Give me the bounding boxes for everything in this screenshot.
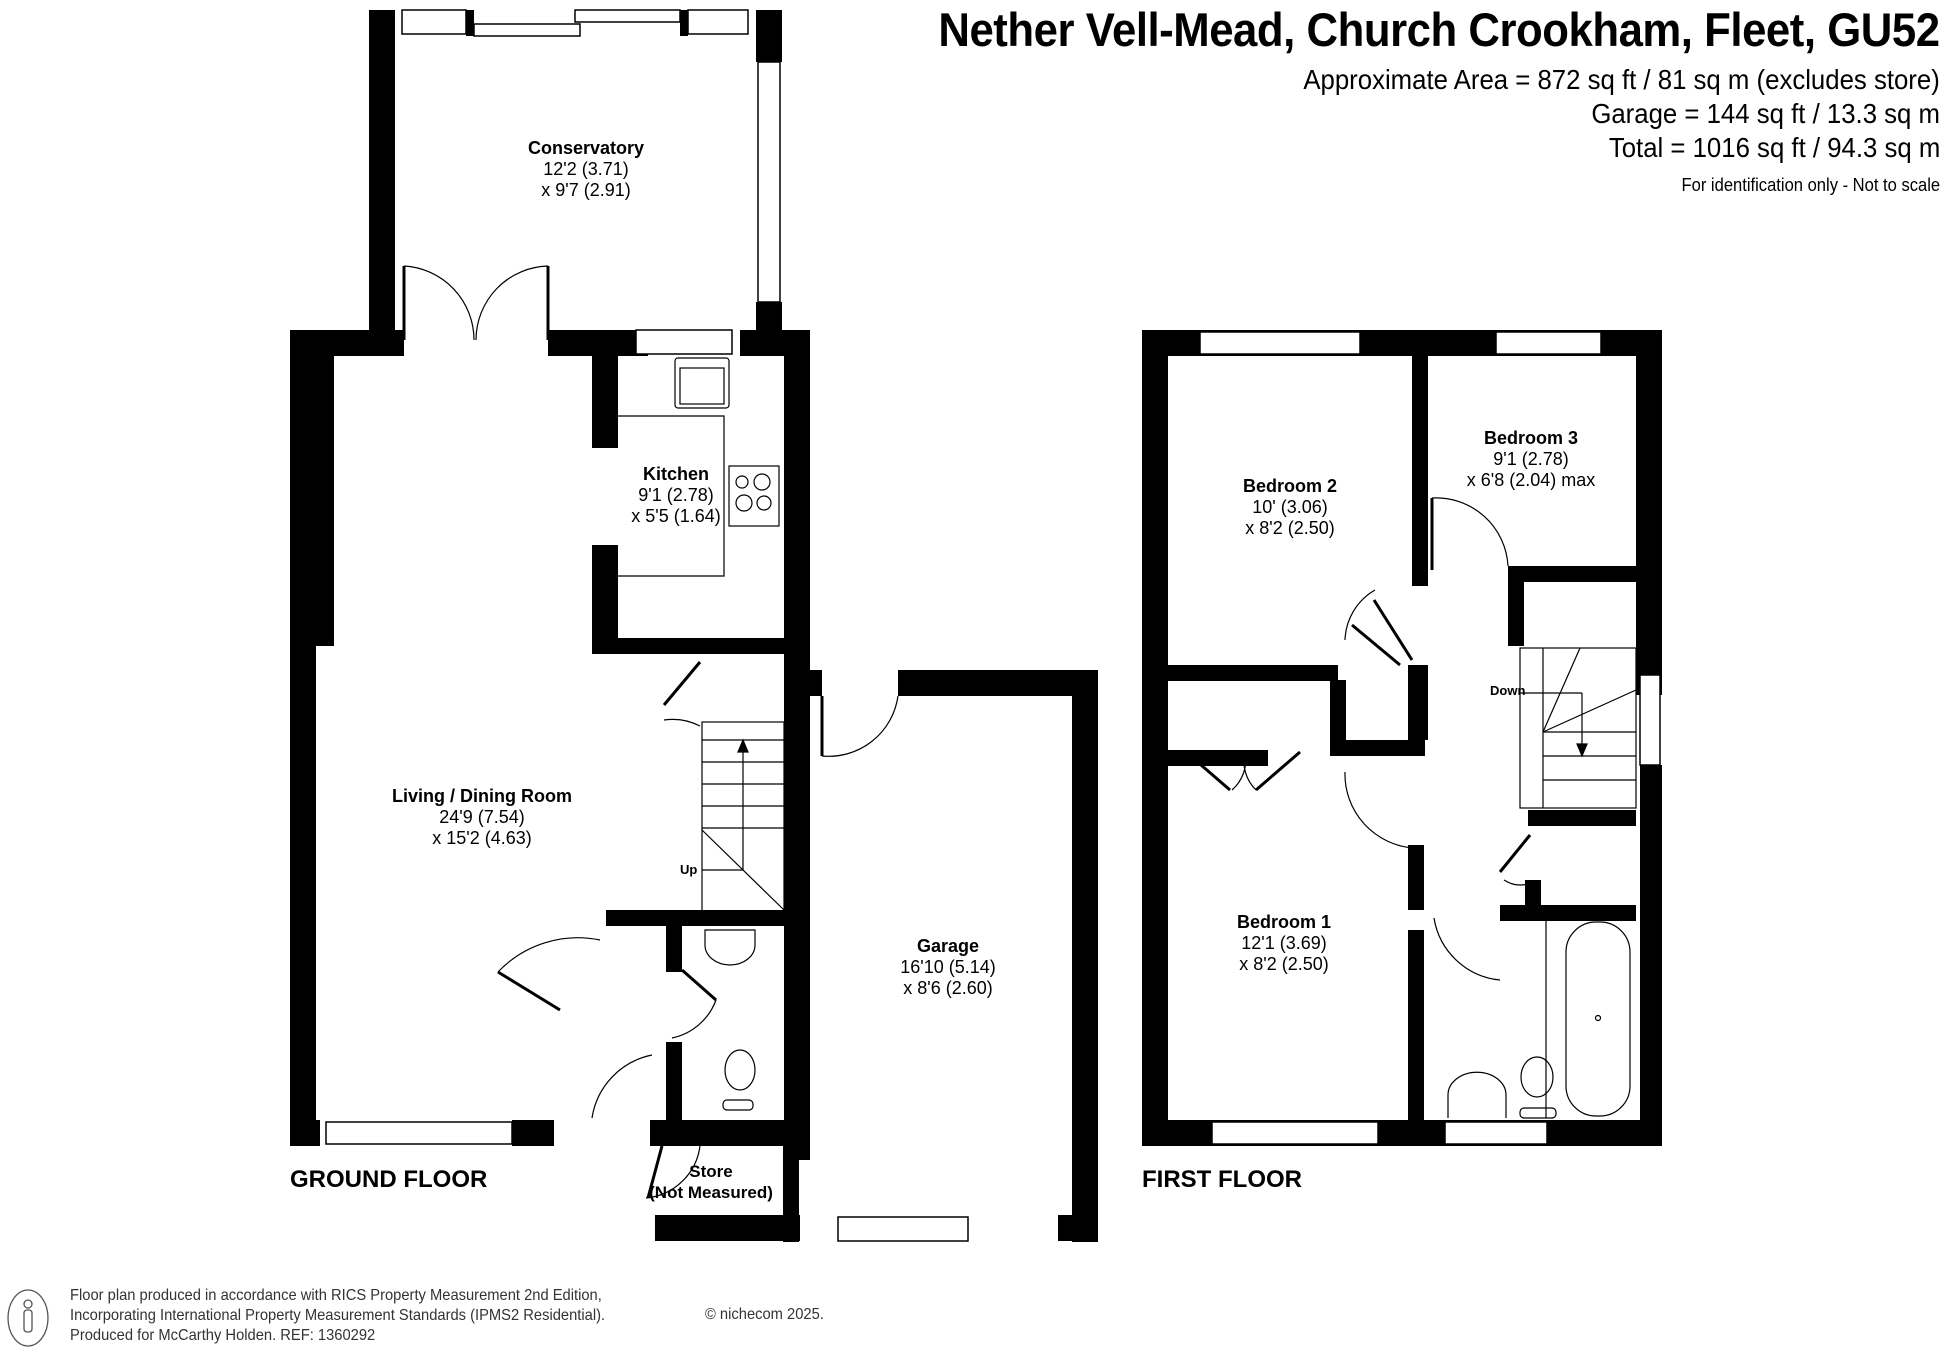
room-dim: 12'2 (3.71) (543, 159, 629, 179)
room-dim: x 6'8 (2.04) max (1466, 470, 1596, 490)
room-name: Kitchen (642, 464, 710, 484)
garage-area: Garage = 144 sq ft / 13.3 sq m (1591, 98, 1940, 129)
room-bedroom-3: Bedroom 3 9'1 (2.78) x 6'8 (2.04) max (1467, 428, 1596, 491)
room-kitchen: Kitchen 9'1 (2.78) x 5'5 (1.64) (631, 464, 720, 527)
room-name: Conservatory (527, 138, 645, 158)
room-dim: x 8'2 (2.50) (1239, 954, 1329, 974)
room-dim: x 15'2 (4.63) (432, 828, 532, 848)
room-name: Bedroom 1 (1236, 912, 1332, 932)
room-dim: x 9'7 (2.91) (541, 180, 631, 200)
ground-floor-fixtures (402, 265, 899, 1199)
copyright: © nichecom 2025. (705, 1306, 824, 1323)
footer-line: Floor plan produced in accordance with R… (70, 1287, 602, 1304)
disclaimer: For identification only - Not to scale (1681, 175, 1940, 195)
room-dim: x 8'2 (2.50) (1245, 518, 1335, 538)
footer-line: Produced for McCarthy Holden. REF: 13602… (70, 1327, 376, 1344)
stairs-up-label: Up (680, 862, 698, 877)
footer-text: Floor plan produced in accordance with R… (70, 1286, 605, 1346)
room-dim: x 8'6 (2.60) (903, 978, 993, 998)
room-note: (Not Measured) (649, 1183, 773, 1202)
room-store: Store (Not Measured) (649, 1161, 773, 1203)
first-floor-label: FIRST FLOOR (1142, 1166, 1302, 1193)
room-dim: 12'1 (3.69) (1241, 933, 1327, 953)
room-dim: 16'10 (5.14) (900, 957, 996, 977)
total-area: Total = 1016 sq ft / 94.3 sq m (1608, 132, 1940, 163)
ground-floor-windows (325, 9, 969, 1242)
room-name: Store (689, 1162, 733, 1181)
ground-floor-walls (290, 10, 1098, 1242)
room-dim: 9'1 (2.78) (1493, 449, 1569, 469)
approximate-area: Approximate Area = 872 sq ft / 81 sq m (… (1303, 64, 1940, 95)
room-dim: 9'1 (2.78) (638, 485, 714, 505)
room-bedroom-1: Bedroom 1 12'1 (3.69) x 8'2 (2.50) (1237, 912, 1331, 975)
first-floor-fixtures (1185, 497, 1637, 1119)
room-dim: x 5'5 (1.64) (631, 506, 721, 526)
ground-floor-label: GROUND FLOOR (290, 1166, 488, 1193)
room-dim: 10' (3.06) (1252, 497, 1328, 517)
room-name: Bedroom 3 (1483, 428, 1579, 448)
property-title: Nether Vell-Mead, Church Crookham, Fleet… (938, 3, 1941, 56)
first-floor-walls (1142, 330, 1662, 1146)
room-living-dining: Living / Dining Room 24'9 (7.54) x 15'2 … (392, 786, 572, 849)
room-name: Living / Dining Room (392, 786, 572, 806)
room-name: Bedroom 2 (1242, 476, 1338, 496)
room-bedroom-2: Bedroom 2 10' (3.06) x 8'2 (2.50) (1243, 476, 1337, 539)
footer-line: Incorporating International Property Mea… (70, 1307, 606, 1324)
footer-icon (7, 1289, 49, 1347)
stairs-down-label: Down (1490, 683, 1526, 698)
room-conservatory: Conservatory 12'2 (3.71) x 9'7 (2.91) (528, 138, 644, 201)
room-dim: 24'9 (7.54) (439, 807, 525, 827)
room-name: Garage (916, 936, 980, 956)
first-floor-windows (1199, 331, 1661, 1145)
room-garage: Garage 16'10 (5.14) x 8'6 (2.60) (900, 936, 996, 999)
